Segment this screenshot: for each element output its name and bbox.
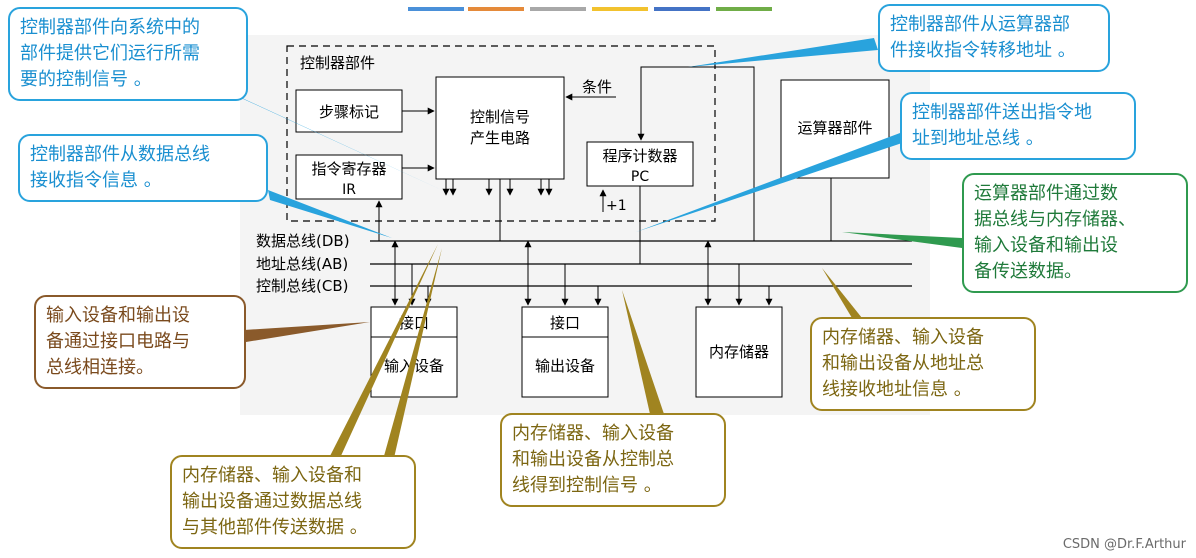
- pointer-c4: [636, 133, 902, 232]
- callout-line: 线得到控制信号 。: [512, 475, 662, 496]
- callout-line: 内存储器、输入设备: [822, 327, 984, 348]
- callout-line: 输入设备和输出设: [974, 235, 1118, 256]
- pointer-c6: [244, 322, 370, 342]
- stripe-1: [408, 7, 464, 11]
- input-interface-box: [370, 306, 458, 338]
- stripe-2: [468, 7, 524, 11]
- callout-line: 和输出设备从控制总: [512, 449, 674, 470]
- pointer-c7: [822, 268, 862, 318]
- callout-address-to-ab: 控制器部件送出指令地 址到地址总线 。: [900, 92, 1136, 160]
- callout-line: 备传送数据。: [974, 261, 1082, 282]
- callout-line: 控制器部件送出指令地: [912, 102, 1092, 123]
- bus-label-ab: 地址总线(AB): [256, 255, 348, 273]
- callout-line: 和输出设备从地址总: [822, 353, 984, 374]
- callout-branch-address: 控制器部件从运算器部 件接收指令转移地址 。: [878, 4, 1110, 72]
- output-interface-label: 接口: [550, 314, 580, 332]
- callout-line: 部件提供它们运行所需: [20, 43, 200, 64]
- pointer-c9a: [330, 244, 438, 458]
- memory-box: [695, 306, 783, 398]
- callout-instruction-from-db: 控制器部件从数据总线 接收指令信息 。: [18, 134, 268, 202]
- memory-label: 内存储器: [709, 343, 769, 361]
- pc-box: [586, 141, 694, 187]
- stripe-6: [716, 7, 772, 11]
- callout-line: 址到地址总线 。: [912, 128, 1044, 149]
- callout-line: 件接收指令转移地址 。: [890, 40, 1076, 61]
- callout-line: 输出设备通过数据总线: [182, 491, 362, 512]
- callout-address-receive: 内存储器、输入设备 和输出设备从地址总 线接收地址信息 。: [810, 317, 1036, 411]
- callout-alu-data: 运算器部件通过数 据总线与内存储器、 输入设备和输出设 备传送数据。: [962, 173, 1188, 293]
- output-device-label: 输出设备: [535, 357, 595, 375]
- callout-control-receive: 内存储器、输入设备 和输出设备从控制总 线得到控制信号 。: [500, 413, 726, 507]
- callout-line: 控制器部件从运算器部: [890, 14, 1070, 35]
- control-signal-generator-box: [435, 76, 565, 180]
- controller-frame: [286, 45, 716, 222]
- csg-label-2: 产生电路: [470, 129, 530, 147]
- csg-label-1: 控制信号: [470, 108, 530, 126]
- callout-line: 与其他部件传送数据 。: [182, 517, 368, 538]
- stripe-4: [592, 7, 648, 11]
- stripe-5: [654, 7, 710, 11]
- alu-label: 运算器部件: [797, 119, 872, 137]
- controller-title: 控制器部件: [300, 54, 375, 72]
- ir-label-2: IR: [342, 182, 356, 198]
- callout-line: 输入设备和输出设: [46, 305, 190, 326]
- ir-box: [295, 154, 403, 200]
- callout-line: 内存储器、输入设备和: [182, 465, 362, 486]
- step-marker-label: 步骤标记: [319, 103, 379, 121]
- pointer-c5: [842, 232, 962, 248]
- bus-label-db: 数据总线(DB): [256, 232, 350, 250]
- plus-one-label: +1: [606, 198, 627, 214]
- callout-line: 备通过接口电路与: [46, 331, 190, 352]
- condition-label: 条件: [582, 78, 612, 96]
- pointer-c1: [228, 92, 446, 192]
- stripe-3: [530, 7, 586, 11]
- callout-line: 据总线与内存储器、: [974, 209, 1136, 230]
- callout-line: 接收指令信息 。: [30, 170, 162, 191]
- callout-line: 要的控制信号 。: [20, 69, 152, 90]
- callout-interface: 输入设备和输出设 备通过接口电路与 总线相连接。: [34, 295, 246, 389]
- callout-line: 运算器部件通过数: [974, 183, 1118, 204]
- bus-label-cb: 控制总线(CB): [256, 277, 348, 295]
- watermark: CSDN @Dr.F.Arthur: [1062, 537, 1186, 552]
- output-device-box: [521, 336, 609, 398]
- callout-line: 总线相连接。: [46, 357, 154, 378]
- pointer-c2: [688, 38, 878, 67]
- callout-line: 线接收地址信息 。: [822, 379, 972, 400]
- pointer-c9b: [384, 248, 442, 458]
- pc-label-1: 程序计数器: [602, 147, 677, 165]
- callout-line: 控制器部件从数据总线: [30, 144, 210, 165]
- callout-control-signals: 控制器部件向系统中的 部件提供它们运行所需 要的控制信号 。: [8, 7, 248, 101]
- callout-pointers: [228, 38, 962, 458]
- pc-label-2: PC: [631, 169, 649, 185]
- ir-label-1: 指令寄存器: [311, 160, 386, 178]
- pointer-c8: [622, 290, 664, 414]
- callout-line: 控制器部件向系统中的: [20, 17, 200, 38]
- step-marker-box: [295, 89, 403, 133]
- callout-line: 内存储器、输入设备: [512, 423, 674, 444]
- callout-data-transfer: 内存储器、输入设备和 输出设备通过数据总线 与其他部件传送数据 。: [170, 455, 416, 549]
- pointer-c3: [268, 190, 392, 238]
